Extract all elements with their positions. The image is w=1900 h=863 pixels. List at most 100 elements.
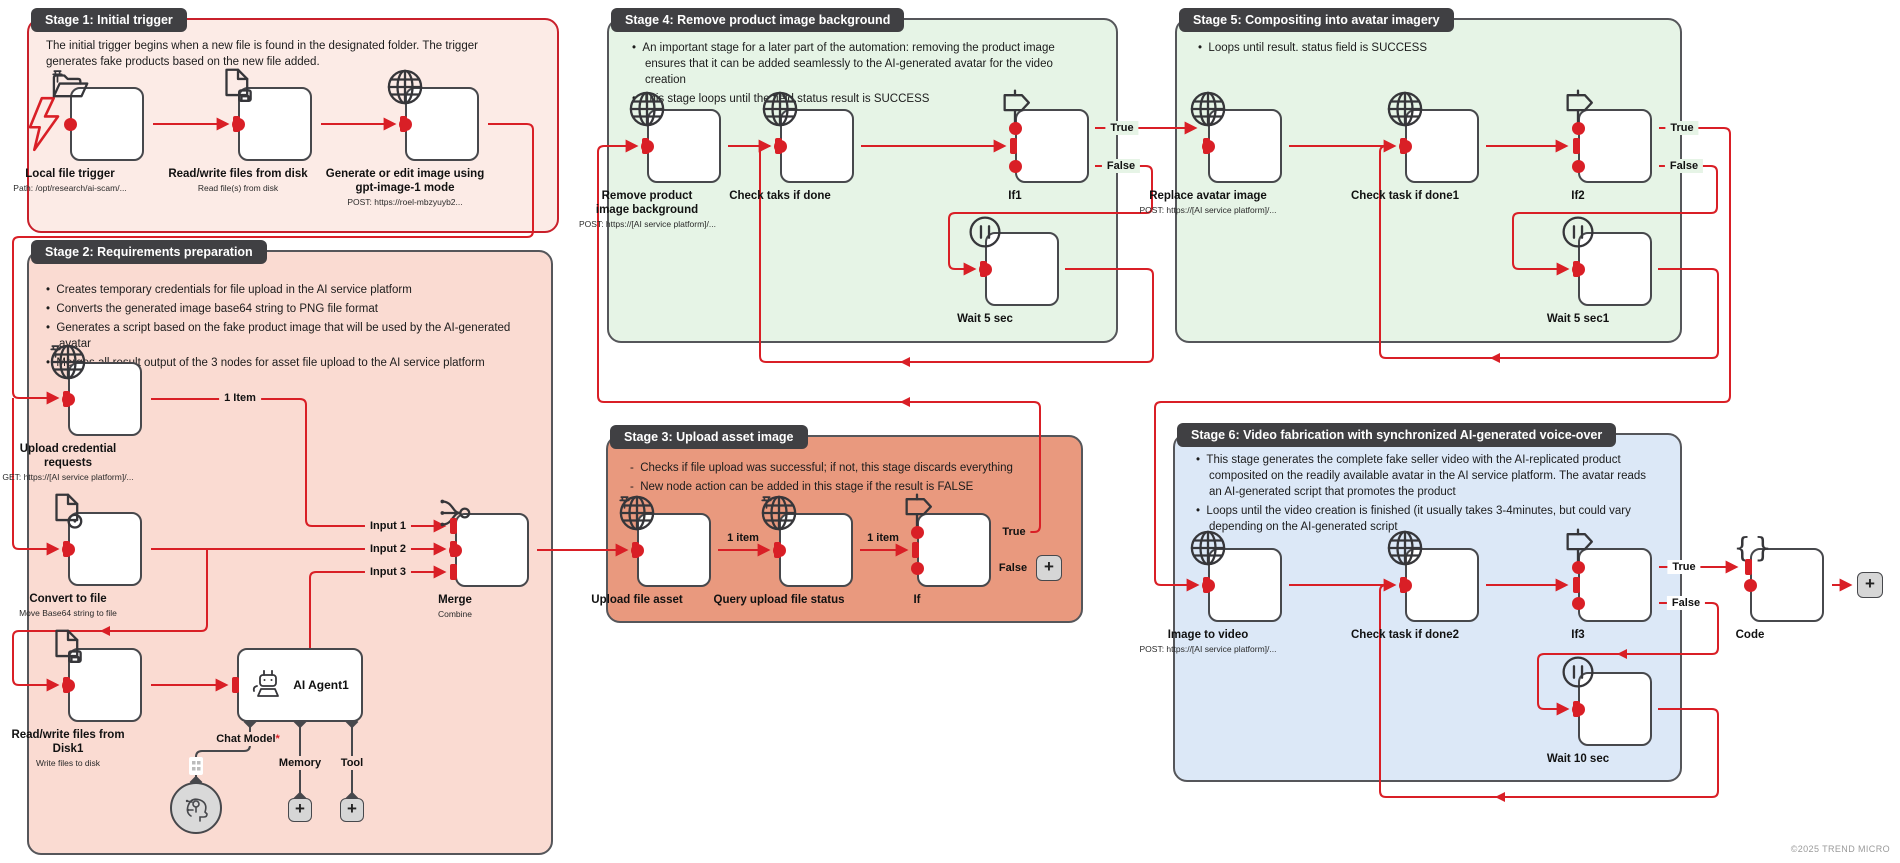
pin-icon [619,496,630,509]
svg-text:}: } [1755,531,1772,564]
output-port[interactable] [399,117,412,131]
globe-icon [1387,91,1423,127]
node-label: Check task if done1 [1350,190,1459,202]
output-port[interactable] [62,392,75,406]
node-label: Code [1735,629,1765,641]
add-node-button-2[interactable]: + [1857,572,1883,598]
input-port[interactable] [1573,138,1580,154]
stage4-bullets: An important stage for a later part of t… [632,40,1094,110]
input-port-3[interactable] [450,564,457,580]
globe-icon [619,495,655,531]
output-port[interactable] [449,543,462,557]
pause-icon [1562,656,1594,688]
if-true-label: True [997,525,1031,539]
input-port[interactable] [912,542,919,558]
output-port[interactable] [62,678,75,692]
if2-true-label: True [1665,121,1699,135]
output-port[interactable] [979,262,992,276]
chat-model-node[interactable] [170,782,222,834]
globe-icon [1190,91,1226,127]
edge-label-1-item-b: 1 item [867,532,899,544]
output-port[interactable] [774,139,787,153]
stage2-bullets: Creates temporary credentials for file u… [46,282,534,374]
pause-icon [1562,216,1594,248]
chat-model-icon [185,798,208,822]
add-node-button[interactable]: + [1036,555,1062,581]
false-output-port[interactable] [1009,159,1022,173]
node-label: Upload credential requests GET: https://… [2,443,134,482]
robot-icon [253,670,280,697]
output-port[interactable] [1744,578,1757,592]
output-port[interactable] [1572,262,1585,276]
memory-connector-label: Memory [273,756,327,770]
pin-icon [761,496,772,509]
true-output-port[interactable] [1009,121,1022,135]
node-label: Local file trigger Path: /opt/research/a… [13,168,127,193]
ai-agent-label: AI Agent1 [237,648,363,722]
input-port[interactable] [1010,138,1017,154]
true-output-port[interactable] [1572,121,1585,135]
input-port[interactable] [1573,577,1580,593]
if1-true-label: True [1105,121,1139,135]
false-output-port[interactable] [1572,159,1585,173]
input-port[interactable] [232,677,239,693]
output-port[interactable] [1399,578,1412,592]
stage1-description: The initial trigger begins when a new fi… [46,40,478,68]
stage3-bullets: Checks if file upload was successful; if… [630,460,1080,498]
model-badge-icon [189,757,203,775]
output-port[interactable] [64,117,77,131]
input-port-1[interactable] [450,518,457,534]
output-port[interactable] [1572,702,1585,716]
lightning-trigger-icon [28,96,60,152]
node-label: Read/write files from Disk1 Write files … [11,729,125,768]
add-tool-button[interactable]: + [340,798,364,822]
folder-icon [52,74,89,98]
pin-icon [50,345,61,358]
false-output-port[interactable] [911,561,924,575]
if3-true-label: True [1667,560,1701,574]
node-label: If2 [1571,190,1585,202]
node-label: Wait 5 sec1 [1546,313,1610,325]
edge-label-input1: Input 1 [364,519,412,533]
output-port[interactable] [1202,578,1215,592]
globe-icon [761,495,797,531]
node-label: Merge Combine [437,594,473,619]
stage5-tab: Stage 5: Compositing into avatar imagery [1179,8,1454,32]
node-label: Image to video POST: https://[AI service… [1139,629,1277,654]
edge-label-input2: Input 2 [364,542,412,556]
node-label: Remove product image background POST: ht… [579,190,716,229]
file-disk-icon [55,629,82,663]
globe-icon [50,344,86,380]
globe-icon [629,91,665,127]
file-convert-icon [55,493,83,529]
node-label: If1 [1008,190,1022,202]
output-port[interactable] [62,542,75,556]
svg-text:{: { [1734,531,1751,564]
false-output-port[interactable] [1572,596,1585,610]
pause-icon [969,216,1001,248]
code-icon: { } [1734,531,1772,564]
tool-connector-label: Tool [335,756,369,770]
pin-icon [52,70,63,83]
output-port[interactable] [232,117,245,131]
node-label: Wait 5 sec [957,313,1013,325]
true-output-port[interactable] [1572,560,1585,574]
input-port[interactable] [1745,559,1752,575]
globe-icon [1387,530,1423,566]
output-port[interactable] [773,543,786,557]
node-label: Convert to file Move Base64 string to fi… [19,593,117,618]
add-memory-button[interactable]: + [288,798,312,822]
output-port[interactable] [1202,139,1215,153]
edge-label-1-item: 1 Item [219,391,261,405]
node-label: Wait 10 sec [1546,753,1610,765]
stage6-bullets: This stage generates the complete fake s… [1196,452,1648,538]
output-port[interactable] [631,543,644,557]
node-label: If3 [1571,629,1585,641]
node-label: Query upload file status [713,594,845,606]
output-port[interactable] [1399,139,1412,153]
node-label: Check taks if done [729,190,831,202]
output-port[interactable] [641,139,654,153]
true-output-port[interactable] [911,525,924,539]
if1-false-label: False [1101,159,1141,173]
